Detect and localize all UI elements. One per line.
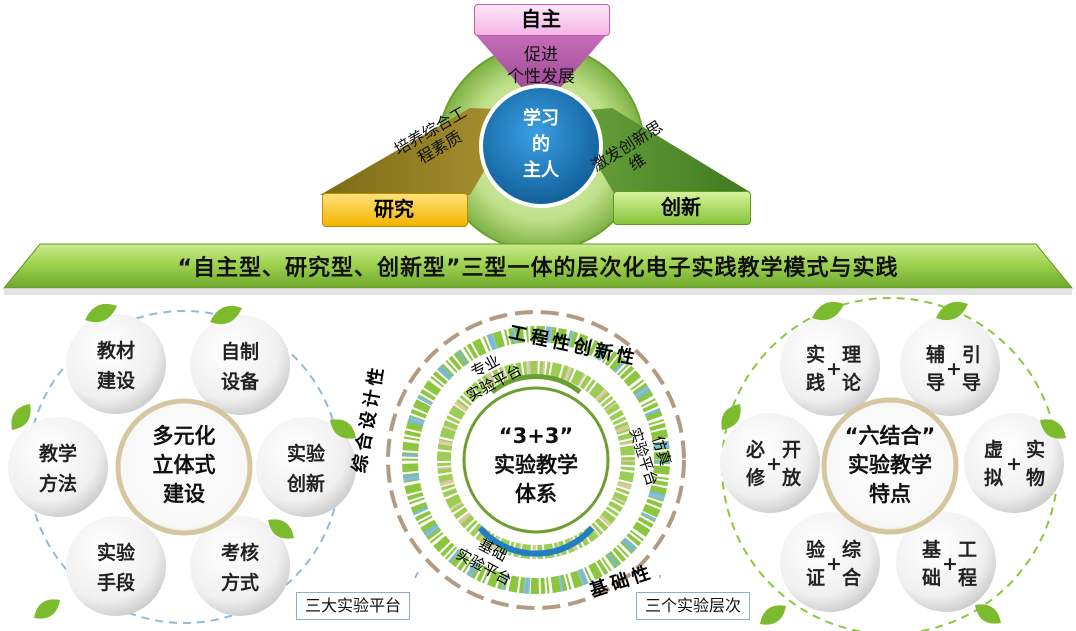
petal-verify-combine: 验 证 综 合 + [800,535,864,595]
middle-center-text: “3+3” 实验教学 体系 [476,422,596,509]
petal-char: 辅 [926,340,945,370]
petal-line: 实验 [276,439,336,469]
petal-char: 程 [958,563,977,593]
petal-char: 合 [842,563,861,593]
petal-char: 导 [926,368,945,398]
petal-line: 实验 [86,538,146,568]
plus-icon: + [826,354,842,384]
left-center-text: 多元化 立体式 建设 [124,422,244,509]
petal-char: 修 [746,463,765,493]
left-center-line-2: 立体式 [124,451,244,480]
left-center-line-1: 多元化 [124,422,244,451]
middle-center-line-3: 体系 [476,480,596,509]
petal-char: 践 [806,368,825,398]
petal-char: 开 [782,435,801,465]
petal-line: 建设 [86,366,146,396]
right-center-text: “六结合” 实验教学 特点 [830,422,950,509]
middle-center-line-2: 实验教学 [476,451,596,480]
petal-char: 基 [922,535,941,565]
petal-virtual-real: 虚 拟 实 物 + [984,435,1048,495]
petal-line: 教学 [28,439,88,469]
petal-equipment: 自制 设备 [210,337,270,397]
petal-practice-theory: 实 践 理 论 + [800,340,864,400]
petal-line: 教材 [86,336,146,366]
middle-center-line-1: “3+3” [476,422,596,451]
petal-char: 实 [1026,435,1045,465]
petal-char: 物 [1026,463,1045,493]
callout-levels: 三个实验层次 [636,592,750,620]
petal-char: 验 [806,535,825,565]
petal-required-open: 必 修 开 放 + [740,435,804,495]
petal-char: 导 [962,368,981,398]
petal-line: 方法 [28,469,88,499]
plus-icon: + [826,549,842,579]
petal-char: 必 [746,435,765,465]
petal-char: 引 [962,340,981,370]
left-center-line-3: 建设 [124,480,244,509]
callout-platforms: 三大实验平台 [296,592,410,620]
plus-icon: + [946,354,962,384]
petal-innovation: 实验 创新 [276,439,336,499]
petal-textbook: 教材 建设 [86,336,146,396]
petal-line: 自制 [210,337,270,367]
petal-char: 拟 [984,463,1003,493]
petal-char: 放 [782,463,801,493]
petal-char: 综 [842,535,861,565]
petal-char: 工 [958,535,977,565]
petal-assessment: 考核 方式 [210,538,270,598]
petal-line: 创新 [276,469,336,499]
petal-char: 实 [806,340,825,370]
petal-char: 论 [842,368,861,398]
right-center-line-3: 特点 [830,480,950,509]
petal-char: 虚 [984,435,1003,465]
petal-method: 教学 方法 [28,439,88,499]
petal-char: 础 [922,563,941,593]
petal-line: 方式 [210,568,270,598]
petal-basic-engineering: 基 础 工 程 + [916,535,980,595]
plus-icon: + [942,549,958,579]
right-center-line-1: “六结合” [830,422,950,451]
petal-line: 设备 [210,367,270,397]
plus-icon: + [1006,449,1022,479]
petal-means: 实验 手段 [86,538,146,598]
petal-char: 证 [806,563,825,593]
petal-char: 理 [842,340,861,370]
right-center-line-2: 实验教学 [830,451,950,480]
plus-icon: + [766,449,782,479]
petal-line: 手段 [86,568,146,598]
petal-line: 考核 [210,538,270,568]
petal-guidance: 辅 导 引 导 + [920,340,984,400]
